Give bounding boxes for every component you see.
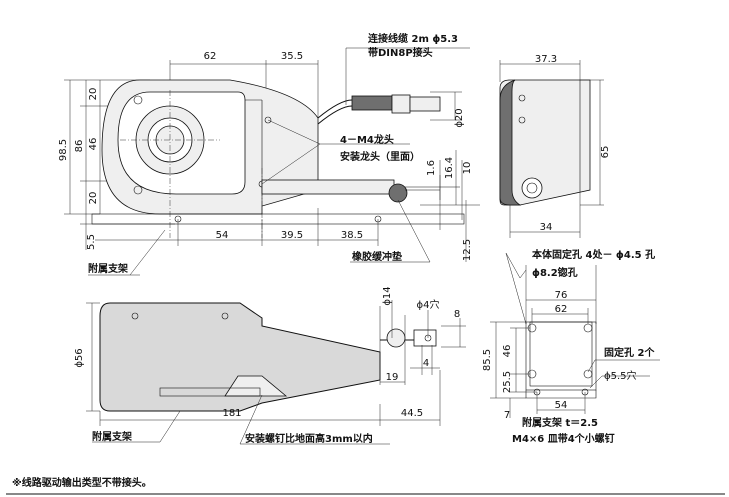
dim-34: 34 — [540, 222, 553, 233]
bracket-note-top: 附属支架 — [88, 262, 128, 275]
dim-54: 54 — [216, 230, 229, 241]
dim-62: 62 — [204, 51, 217, 62]
front-view: 62 35.5 98.5 86 20 46 20 5.5 54 39.5 38.… — [58, 32, 480, 276]
dim-4: 4 — [423, 358, 429, 369]
bracket-note-bottom: 附属支架 — [92, 430, 132, 443]
screw-height-note: 安装螺钉比地面高3mm以内 — [245, 432, 373, 445]
connector-note: 带DIN8P接头 — [368, 46, 433, 59]
spot-face-note: ϕ8.2锪孔 — [532, 266, 578, 279]
dim-5-5: 5.5 — [86, 234, 97, 250]
screws-spec-note: M4×6 皿带4个小螺钉 — [512, 432, 615, 445]
dim-39-5: 39.5 — [281, 230, 303, 241]
dim-46-bracket: 46 — [502, 345, 513, 358]
dim-phi20: ϕ20 — [454, 108, 465, 127]
dim-38-5: 38.5 — [341, 230, 363, 241]
fix-holes-note: 固定孔 2个 — [604, 346, 655, 359]
dim-65: 65 — [600, 146, 611, 159]
bracket-view: 76 62 85.5 46 25.5 54 7 本体固定孔 4处－ ϕ4.5 孔… — [482, 248, 660, 445]
dim-98-5: 98.5 — [58, 139, 69, 161]
side-view: 37.3 65 34 — [499, 54, 611, 238]
dim-phi4-hole: ϕ4穴 — [417, 298, 440, 311]
dim-85-5: 85.5 — [482, 349, 493, 371]
lug-note: 4－M4龙头 — [340, 133, 394, 146]
body-holes-note: 本体固定孔 4处－ ϕ4.5 孔 — [532, 248, 655, 261]
dim-86: 86 — [74, 140, 85, 153]
dim-20-a: 20 — [88, 88, 99, 101]
dim-7: 7 — [504, 410, 510, 421]
dim-12-5: 12.5 — [462, 239, 473, 261]
lug-mount-note: 安装龙头（里面） — [340, 150, 420, 163]
rubber-note: 橡胶缓冲垫 — [352, 250, 402, 263]
dim-46: 46 — [88, 138, 99, 151]
dim-phi56: ϕ56 — [74, 348, 85, 367]
dim-phi14: ϕ14 — [382, 286, 393, 305]
dim-76: 76 — [555, 290, 568, 301]
dim-1-6: 1.6 — [426, 160, 437, 176]
dim-35-5: 35.5 — [281, 51, 303, 62]
dim-10: 10 — [462, 162, 473, 175]
dim-16-4: 16.4 — [444, 157, 455, 179]
cable-note: 连接线缆 2m ϕ5.3 — [368, 32, 458, 45]
dim-54-bracket: 54 — [555, 400, 568, 411]
dim-37-3: 37.3 — [535, 54, 557, 65]
dim-20-b: 20 — [88, 192, 99, 205]
dim-62-bracket: 62 — [555, 304, 568, 315]
footnote: ※线路驱动输出类型不带接头。 — [12, 476, 152, 489]
dim-44-5: 44.5 — [401, 408, 423, 419]
bottom-view: ϕ56 ϕ14 ϕ4穴 8 19 4 181 44.5 附属支架 安装螺钉比地面… — [74, 286, 466, 445]
dim-8: 8 — [454, 309, 460, 320]
dim-25-5: 25.5 — [502, 371, 513, 393]
dim-181: 181 — [222, 408, 241, 419]
hole-dia-note: ϕ5.5穴 — [604, 369, 637, 382]
dim-19: 19 — [386, 372, 399, 383]
bracket-spec-note: 附属支架 t＝2.5 — [522, 416, 598, 429]
